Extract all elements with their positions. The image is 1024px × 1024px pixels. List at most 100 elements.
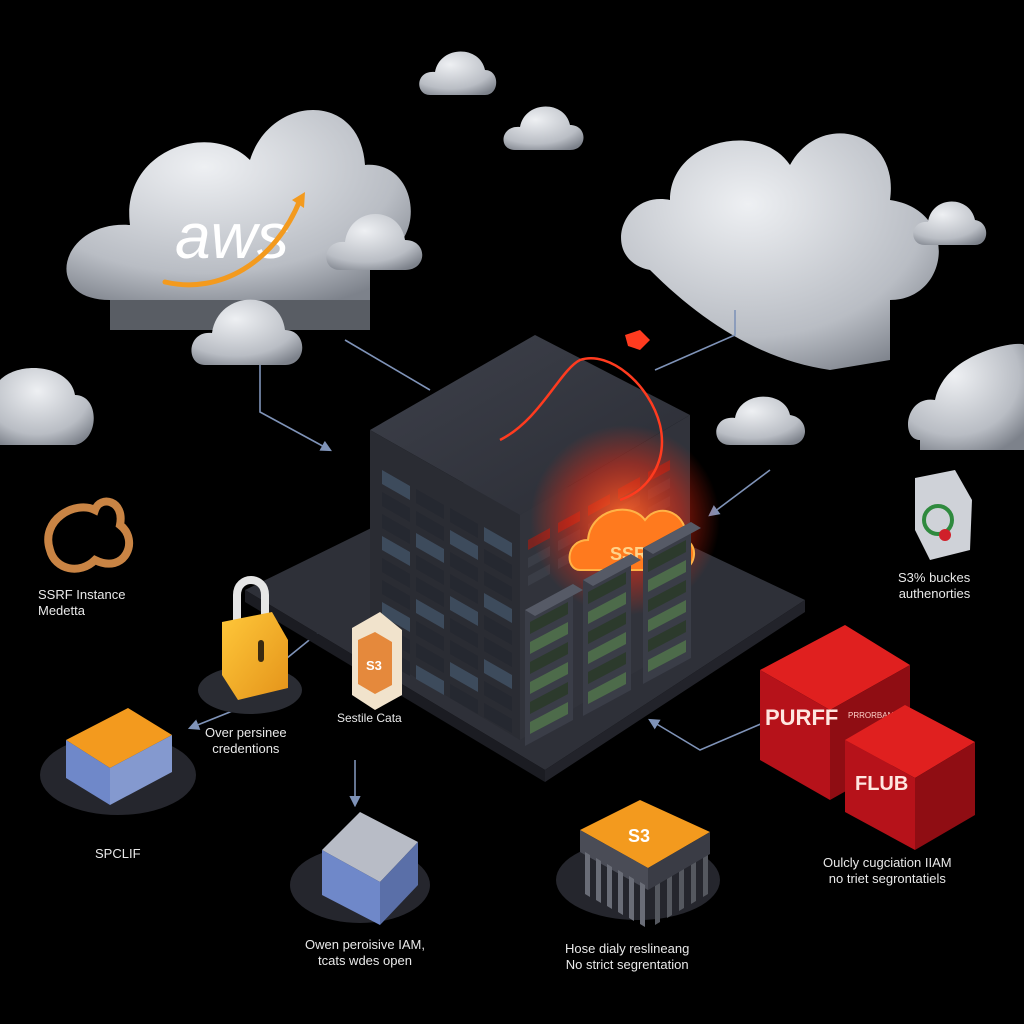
- server-panel: [382, 514, 410, 544]
- label-ssrf-instance: SSRF Instance Medetta: [38, 587, 126, 618]
- server-panel: [450, 530, 478, 560]
- server-panel: [382, 470, 410, 500]
- rack-slot: [648, 540, 686, 572]
- cloud-large-right: [621, 133, 939, 370]
- chip-pin: [679, 869, 684, 911]
- server-panel: [416, 643, 444, 673]
- server-panel: [416, 533, 444, 563]
- label-quickly-config: Oulcly cugciation IIAM no triet segronta…: [823, 855, 952, 886]
- cloud-small-far-right: [913, 201, 987, 245]
- cloud-small-top: [419, 51, 497, 95]
- server-panel: [484, 637, 512, 667]
- server-panel: [416, 665, 444, 695]
- rack-slot: [648, 600, 686, 632]
- rack-slot: [588, 592, 626, 624]
- rack-slot: [530, 642, 568, 674]
- server-panel: [484, 681, 512, 711]
- rack-slot: [530, 662, 568, 694]
- chip-pin: [585, 852, 590, 897]
- rack-slot: [530, 602, 568, 634]
- s3-bucket-badge-icon: [915, 470, 972, 560]
- server-panel: [450, 684, 478, 714]
- server-panel: [416, 489, 444, 519]
- red-box-bottom-label: FLUB: [855, 773, 908, 795]
- rack-slot: [530, 702, 568, 734]
- sensitive-data-icon: S3: [352, 612, 402, 710]
- server-panel: [484, 593, 512, 623]
- server-panel: [450, 640, 478, 670]
- rack-top: [643, 522, 701, 554]
- aws-smile-arrow-icon: [292, 192, 305, 208]
- server-panel: [382, 602, 410, 632]
- chip-pin: [667, 876, 672, 918]
- chip-icon: S3: [556, 800, 720, 927]
- server-left-grid: [382, 470, 512, 733]
- server-panel: [450, 662, 478, 692]
- rack-slot: [588, 612, 626, 644]
- spclif-box: [40, 708, 196, 815]
- server-panel: [450, 596, 478, 626]
- chip-pin: [691, 862, 696, 904]
- server-panel: [416, 621, 444, 651]
- red-box-bottom: FLUB: [845, 705, 975, 850]
- server-panel: [484, 571, 512, 601]
- cloud-small-left-mid: [326, 213, 423, 270]
- label-hose-daily: Hose dialy reslineang No strict segrenta…: [565, 941, 690, 972]
- rack-slot: [648, 640, 686, 672]
- label-sensitive-data: Sestile Cata: [337, 711, 402, 725]
- chip-pin: [655, 883, 660, 925]
- chip-pin: [607, 864, 612, 909]
- server-panel: [484, 703, 512, 733]
- server-panel: [382, 558, 410, 588]
- chip-pin: [640, 882, 645, 927]
- cloud-right-edge: [908, 343, 1024, 450]
- rack-slot: [530, 682, 568, 714]
- server-panel: [484, 527, 512, 557]
- label-over-permissive: Over persinee credentions: [205, 725, 287, 756]
- rack-slot: [588, 572, 626, 604]
- iam-house-box: [290, 812, 430, 925]
- server-panel: [382, 536, 410, 566]
- server-panel: [382, 580, 410, 610]
- rack-slot: [648, 620, 686, 652]
- cloud-small-left-low: [191, 299, 303, 365]
- cloud-right-mid: [716, 396, 805, 445]
- rack-slot: [530, 622, 568, 654]
- padlock-icon: [198, 576, 302, 714]
- server-panel: [450, 508, 478, 538]
- sensitive-data-badge: S3: [366, 658, 382, 673]
- chip-pin: [596, 858, 601, 903]
- server-panel: [416, 511, 444, 541]
- rack-slot: [648, 560, 686, 592]
- rack-slot: [588, 632, 626, 664]
- metadata-cloud-icon: [44, 497, 134, 573]
- chip-pin: [618, 870, 623, 915]
- server-panel: [484, 659, 512, 689]
- aws-smile-icon: [162, 197, 303, 288]
- server-panel: [450, 552, 478, 582]
- server-panel: [416, 555, 444, 585]
- red-box-top-label: PURFF: [765, 705, 838, 730]
- chip-pin: [629, 876, 634, 921]
- red-box-top-small-label: PRRORBANTE: [848, 711, 904, 720]
- server-panel: [382, 492, 410, 522]
- rack-slot: [588, 652, 626, 684]
- server-panel: [416, 577, 444, 607]
- label-spclif: SPCLIF: [95, 846, 141, 861]
- server-panel: [484, 549, 512, 579]
- server-panel: [450, 618, 478, 648]
- server-panel: [484, 615, 512, 645]
- cloud-left-edge: [0, 368, 94, 445]
- aws-logo: aws: [175, 200, 289, 272]
- rack-slot: [588, 672, 626, 704]
- cloud-small-mid: [503, 106, 584, 150]
- rack-slot: [648, 580, 686, 612]
- label-s3-buckets: S3% buckes authenorties: [898, 570, 971, 601]
- attack-path: [499, 357, 664, 502]
- server-racks: [525, 522, 701, 746]
- chip-pin: [703, 855, 708, 897]
- server-panel: [450, 574, 478, 604]
- label-owen-permissive: Owen peroisive IAM, tcats wdes open: [305, 937, 425, 968]
- server-panel: [416, 599, 444, 629]
